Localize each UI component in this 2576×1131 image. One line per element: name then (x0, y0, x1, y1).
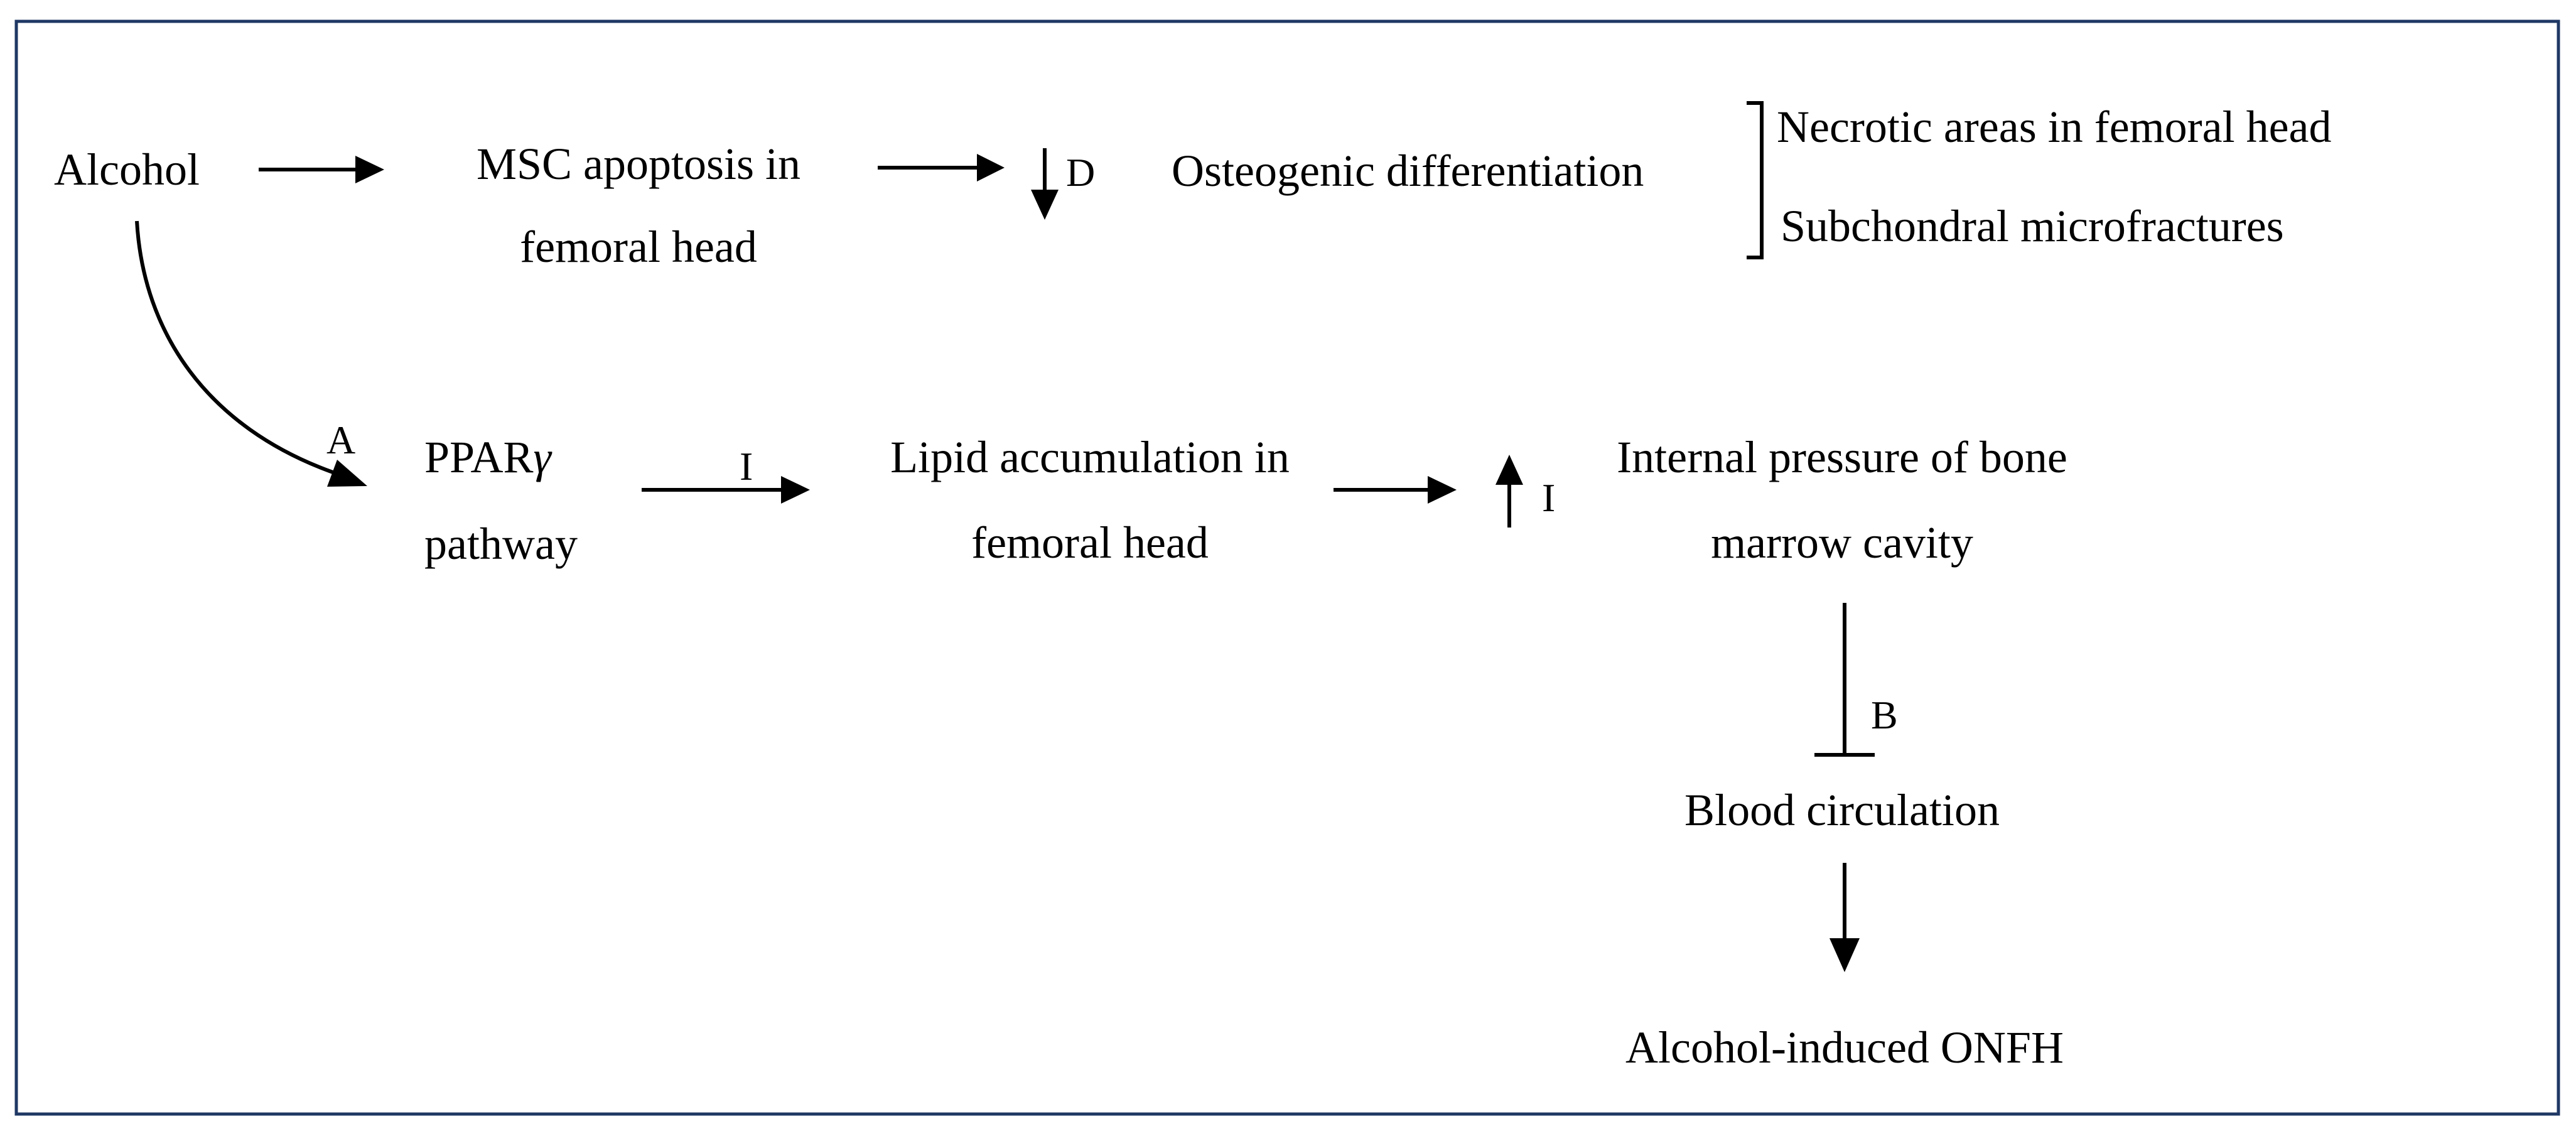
node-osteogenic-differentiation: Osteogenic differentiation (1172, 146, 1644, 196)
node-lipid-line2: femoral head (971, 517, 1209, 568)
edge-label-b: B (1871, 693, 1898, 737)
node-alcohol-induced-onfh: Alcohol-induced ONFH (1625, 1022, 2064, 1073)
curved-arrow-alcohol-to-ppar (135, 220, 367, 487)
bracket-outcomes (1747, 101, 1764, 259)
node-alcohol: Alcohol (54, 144, 200, 195)
down-arrow-icon (1031, 148, 1059, 220)
arrow-ppar-to-lipid (642, 476, 810, 504)
node-blood-circulation: Blood circulation (1684, 785, 2000, 835)
node-subchondral-microfractures: Subchondral microfractures (1781, 201, 2284, 251)
node-pressure-line2: marrow cavity (1711, 517, 1973, 568)
node-necrotic-areas: Necrotic areas in femoral head (1777, 102, 2332, 152)
arrow-lipid-to-increase (1334, 476, 1457, 504)
arrow-blood-to-onfh (1830, 863, 1860, 972)
node-ppar-line2: pathway (424, 519, 578, 569)
diagram-frame (14, 19, 2560, 1116)
node-msc-apoptosis-line2: femoral head (520, 222, 757, 272)
up-arrow-icon (1495, 455, 1523, 528)
edge-label-a: A (326, 418, 355, 462)
edge-label-i-ppar: I (740, 444, 753, 489)
edge-label-i-pressure: I (1542, 475, 1555, 520)
node-pressure-line1: Internal pressure of bone (1617, 432, 2067, 482)
node-lipid-line1: Lipid accumulation in (890, 432, 1290, 482)
node-msc-apoptosis-line1: MSC apoptosis in (477, 139, 800, 189)
node-ppar-line1: PPARγ (424, 432, 552, 482)
arrow-alcohol-to-msc (259, 156, 384, 183)
edge-label-d: D (1066, 150, 1095, 195)
arrow-msc-to-decrease (878, 154, 1005, 181)
inhibition-bar-pressure-to-blood (1814, 603, 1875, 757)
